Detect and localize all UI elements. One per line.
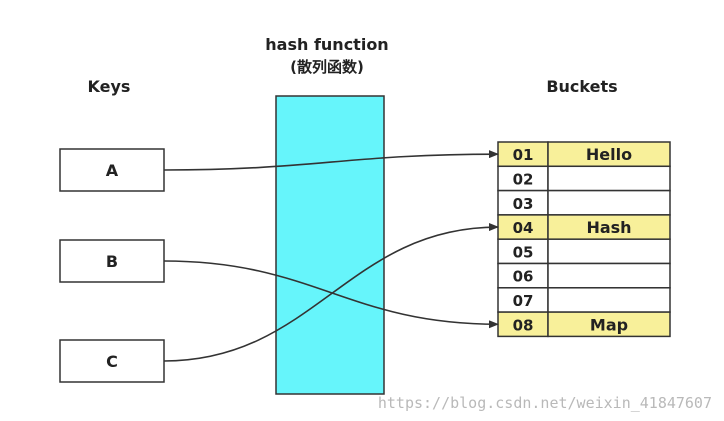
- bucket-value-label: Hash: [586, 218, 631, 237]
- keys-header: Keys: [88, 77, 131, 96]
- bucket-value-label: Hello: [586, 145, 632, 164]
- bucket-index-label: 04: [513, 219, 534, 237]
- bucket-value-cell: [547, 189, 671, 216]
- bucket-value-cell: [547, 287, 671, 313]
- bucket-row-04: 04 Hash: [497, 214, 671, 240]
- key-label-c: C: [106, 352, 118, 371]
- bucket-value-cell: [547, 262, 671, 289]
- bucket-index-label: 01: [513, 146, 534, 164]
- bucket-value-cell: [547, 165, 671, 192]
- key-label-b: B: [106, 252, 118, 271]
- bucket-value-cell: [547, 311, 671, 338]
- bucket-index-cell: [497, 238, 549, 265]
- bucket-index-label: 02: [513, 170, 534, 188]
- bucket-row-08: 08 Map: [497, 311, 671, 338]
- arrow-c-to-04: [163, 223, 499, 362]
- bucket-index-label: 05: [513, 243, 534, 261]
- arrow-a-to-01: [163, 150, 499, 171]
- watermark: https://blog.csdn.net/weixin_41847607: [378, 394, 712, 412]
- bucket-index-cell: [497, 287, 549, 313]
- bucket-index-label: 08: [513, 316, 534, 334]
- arrow-b-to-08: [163, 260, 499, 329]
- hash-function-title: hash function: [265, 35, 388, 54]
- bucket-row-01: 01 Hello: [497, 141, 671, 168]
- bucket-row-03: 03: [497, 189, 671, 216]
- bucket-index-label: 06: [513, 268, 534, 286]
- bucket-row-06: 06: [497, 262, 671, 289]
- key-label-a: A: [106, 161, 119, 180]
- hash-function-box: [275, 95, 385, 395]
- key-box-b: [59, 239, 165, 283]
- bucket-row-05: 05: [497, 238, 671, 265]
- buckets-header: Buckets: [546, 77, 617, 96]
- mapping-arrows: [163, 150, 499, 362]
- bucket-row-02: 02: [497, 165, 671, 192]
- bucket-index-label: 07: [513, 292, 534, 310]
- key-box-c: [59, 339, 165, 383]
- keys-group: A B C: [59, 148, 165, 383]
- hash-function-subtitle: (散列函数): [290, 58, 364, 76]
- bucket-value-cell: [547, 238, 671, 265]
- key-box-a: [59, 148, 165, 192]
- bucket-row-07: 07: [497, 287, 671, 313]
- buckets-table: 01 Hello 02 03 04 Hash 05 06 07 08 Map: [497, 141, 671, 338]
- bucket-index-cell: [497, 311, 549, 338]
- bucket-value-label: Map: [590, 315, 628, 334]
- bucket-index-label: 03: [513, 195, 534, 213]
